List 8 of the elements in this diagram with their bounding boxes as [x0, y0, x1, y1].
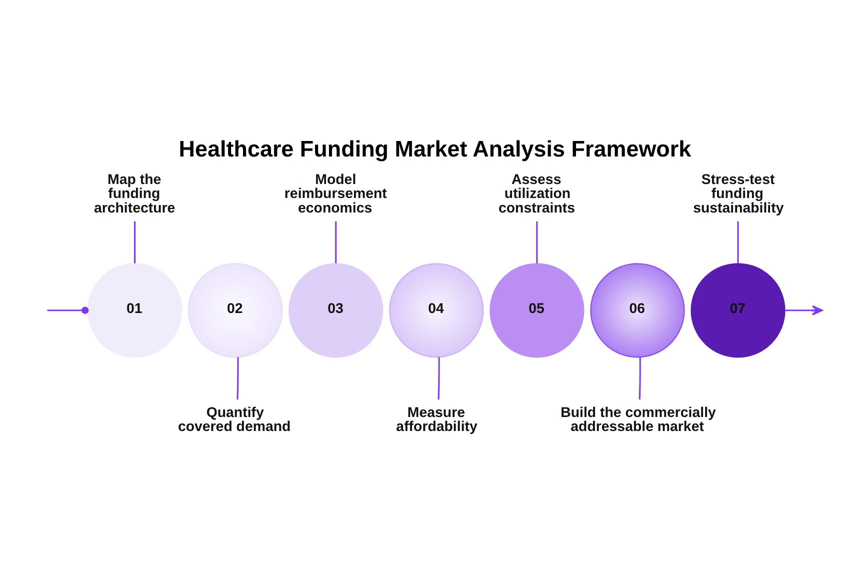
- node-text: Build the commercially addressable market: [560, 404, 716, 436]
- node-text: Measure affordability: [396, 404, 478, 436]
- node-text: Stress-test funding sustainability: [693, 172, 784, 216]
- node-text: Model reimbursement economics: [284, 172, 387, 216]
- diagram-title: Healthcare Funding Market Analysis Framework: [178, 136, 692, 162]
- node-text: Map the funding architecture: [94, 172, 176, 216]
- node-text: Assess utilization constraints: [498, 172, 575, 216]
- node-text: Quantify covered demand: [178, 404, 291, 436]
